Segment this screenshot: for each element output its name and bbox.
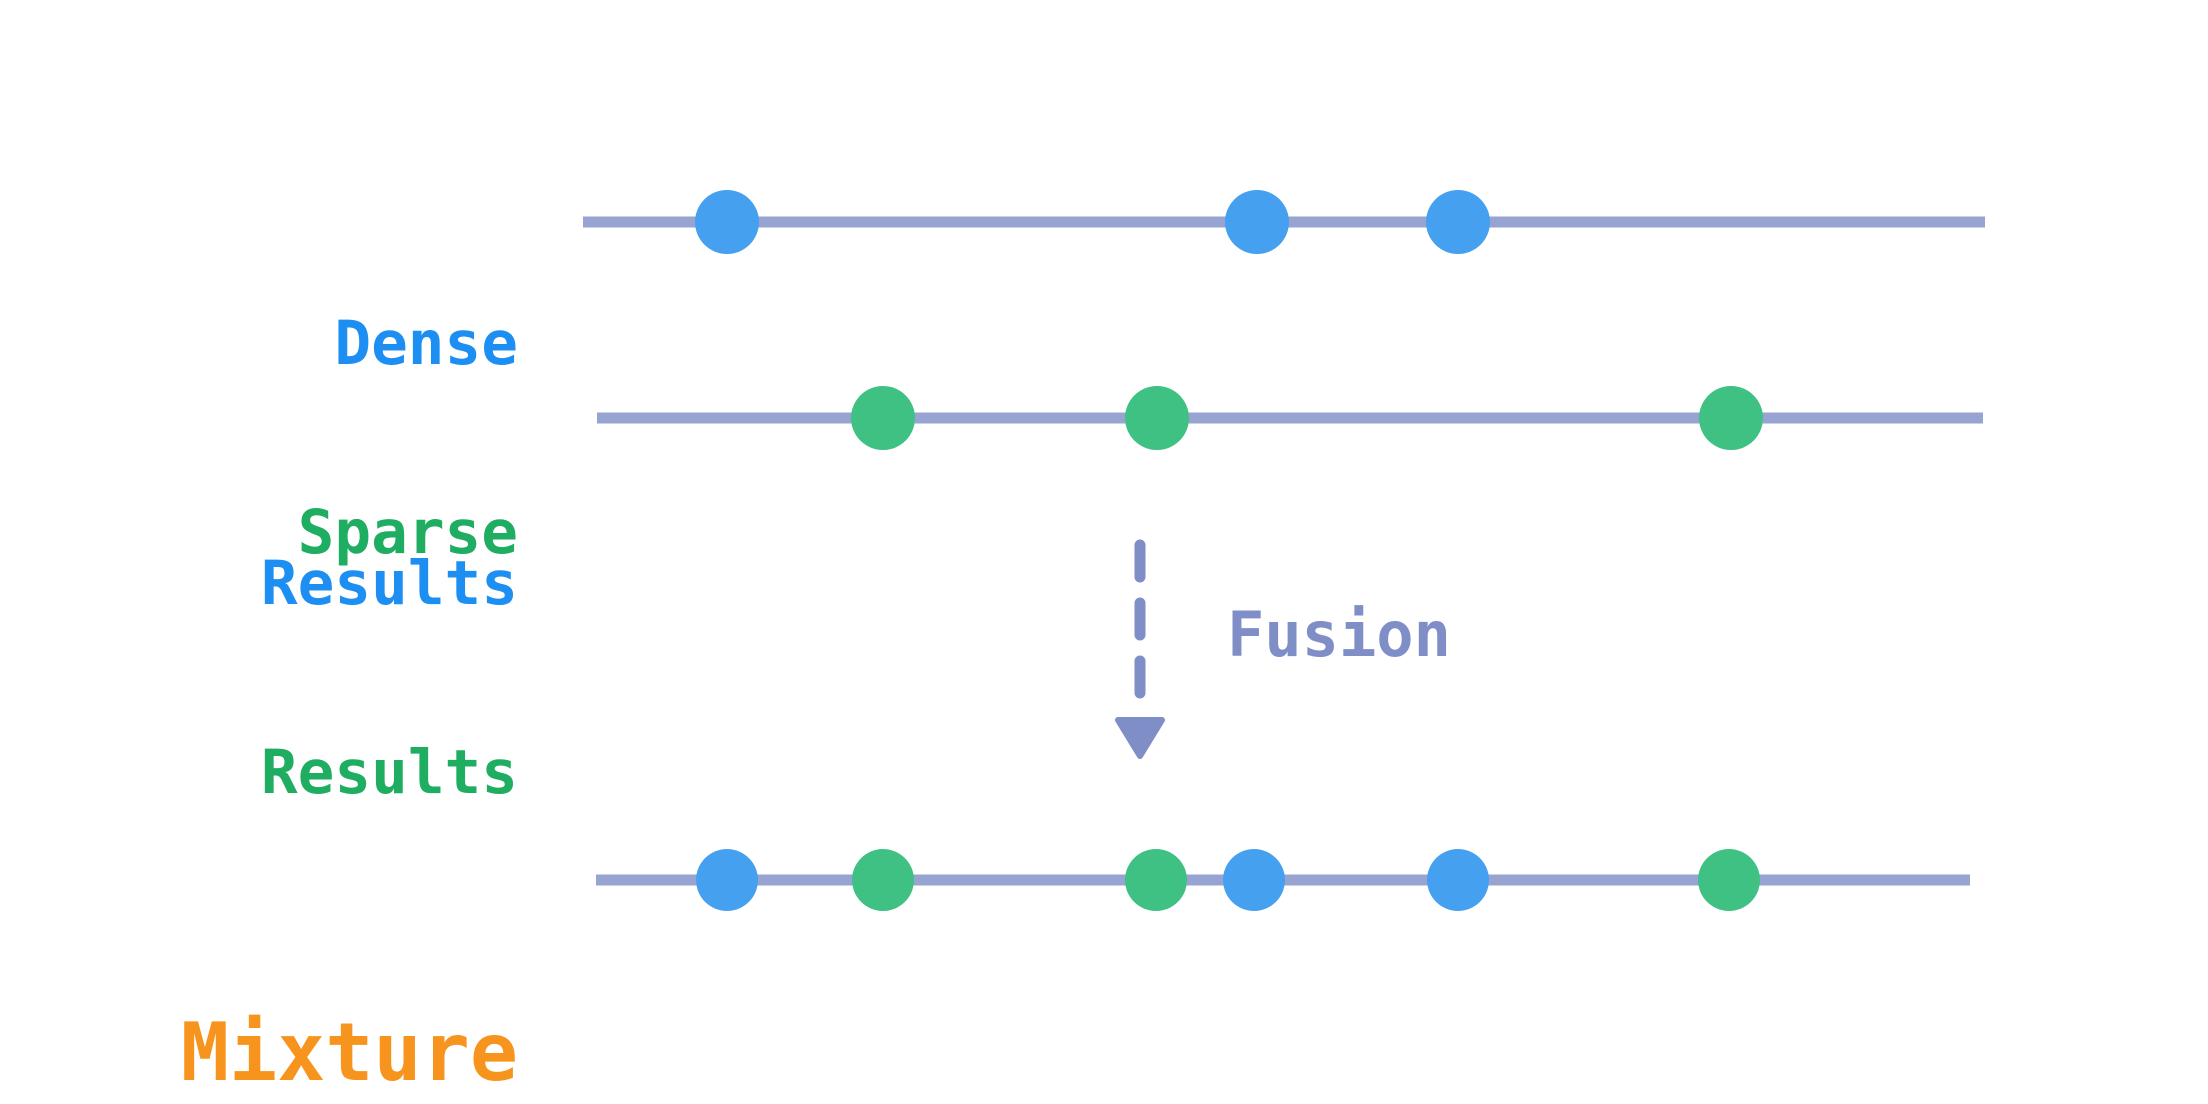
sparse-sparse-result-dot-2	[1125, 386, 1189, 450]
sparse-sparse-result-dot-1	[851, 386, 915, 450]
mixture-sparse-result-dot-2	[852, 849, 914, 911]
sparse-results-label-line2: Results	[260, 737, 518, 808]
dense-dense-result-dot-3	[1426, 190, 1490, 254]
dense-dense-result-dot-1	[695, 190, 759, 254]
sparse-results-label-line1: Sparse	[297, 497, 518, 568]
mixture-dense-result-dot-4	[1223, 849, 1285, 911]
mixture-sparse-result-dot-6	[1698, 849, 1760, 911]
dense-results-label: Dense Results	[118, 144, 518, 784]
sparse-sparse-result-dot-3	[1699, 386, 1763, 450]
mixture-sparse-result-dot-3	[1125, 849, 1187, 911]
mixture-dense-result-dot-1	[696, 849, 758, 911]
mixture-label: Mixture	[118, 843, 518, 1104]
dense-dense-result-dot-2	[1225, 190, 1289, 254]
fusion-arrow-head-icon	[1115, 717, 1165, 759]
mixture-label-line1: Mixture	[180, 1006, 518, 1099]
mixture-dense-result-dot-5	[1427, 849, 1489, 911]
dense-results-label-line2: Results	[260, 548, 518, 619]
dense-results-label-line1: Dense	[334, 308, 518, 379]
sparse-results-label: Sparse Results	[118, 333, 518, 973]
fusion-label: Fusion	[1227, 598, 1451, 671]
